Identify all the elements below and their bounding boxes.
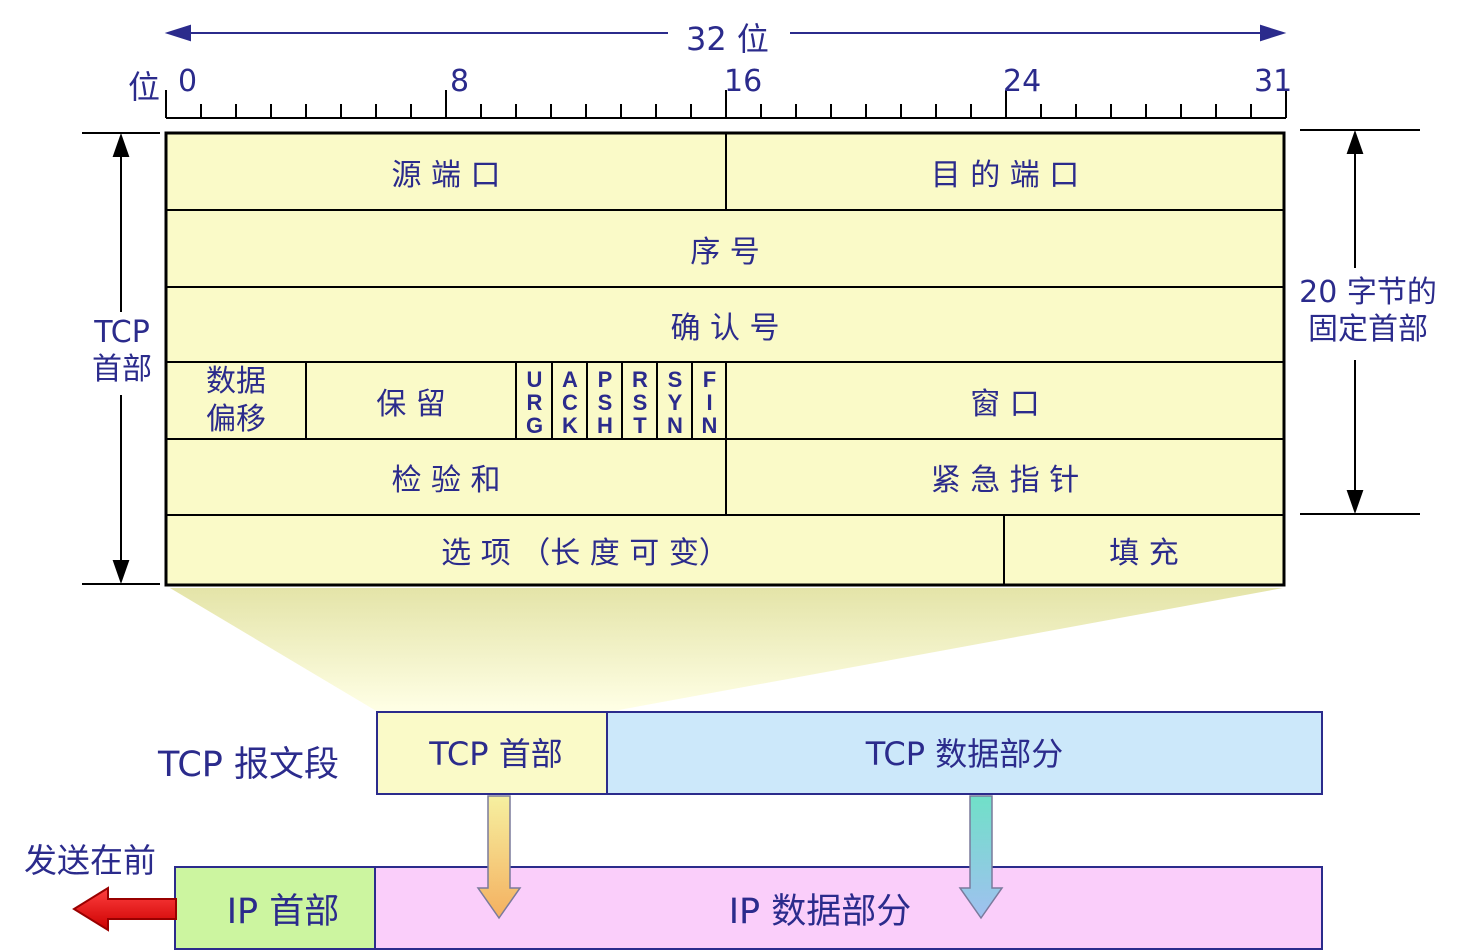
- bit-ruler: [165, 90, 1287, 119]
- tcp-header-label-line2: 首部: [92, 352, 152, 387]
- checksum-field: 检 验 和: [391, 463, 501, 498]
- tcp-segment-label: TCP 报文段: [158, 745, 339, 785]
- send-first-arrow: [72, 886, 177, 932]
- reserved-field: 保 留: [376, 386, 446, 422]
- bit-number-16: 16: [724, 64, 763, 99]
- flag-rst: RST: [622, 364, 657, 438]
- flag-urg: URG: [516, 364, 552, 438]
- fixed-header-label-line1: 20 字节的: [1299, 275, 1437, 310]
- source-port-field: 源 端 口: [391, 157, 501, 193]
- flag-psh-label: PSH: [592, 366, 618, 436]
- bit-number-31: 31: [1254, 64, 1293, 99]
- flag-rst-label: RST: [627, 366, 653, 436]
- tcp-segment-header-label: TCP 首部: [429, 735, 563, 773]
- tcp-segment-data-box: [606, 711, 1323, 795]
- ip-data-label: IP 数据部分: [728, 891, 912, 932]
- send-first-label: 发送在前: [24, 841, 156, 880]
- ip-data-box: [374, 866, 1323, 950]
- window-field: 窗 口: [970, 386, 1040, 422]
- fixed-header-label-line2: 固定首部: [1308, 312, 1428, 347]
- zoom-funnel: [170, 588, 1283, 712]
- ip-header-box: [174, 866, 376, 950]
- tcp-segment-header-box: [376, 711, 608, 795]
- padding-field: 填 充: [1109, 536, 1179, 571]
- header-grid-lines: [166, 133, 1284, 585]
- flag-psh: PSH: [587, 364, 622, 438]
- tcp-header-dimension: [82, 132, 160, 585]
- flag-syn: SYN: [657, 364, 692, 438]
- bit-number-8: 8: [450, 64, 470, 99]
- tcp-header-label: TCP 首部: [86, 314, 158, 388]
- flag-ack-label: ACK: [557, 366, 583, 436]
- fixed-header-label: 20 字节的 固定首部: [1294, 274, 1442, 348]
- flag-urg-label: URG: [522, 366, 547, 436]
- fixed-header-dimension: [1300, 129, 1420, 515]
- bit-axis-label: 位: [128, 68, 161, 106]
- ack-number-field: 确 认 号: [670, 310, 780, 346]
- data-offset-line1: 数据: [206, 363, 266, 399]
- options-field: 选 项 （长 度 可 变）: [441, 536, 729, 571]
- destination-port-field: 目 的 端 口: [930, 157, 1080, 193]
- tcp-segment-data-label: TCP 数据部分: [865, 735, 1064, 773]
- flag-syn-label: SYN: [662, 366, 688, 436]
- sequence-number-field: 序 号: [690, 234, 760, 270]
- width-arrow: [164, 24, 1287, 42]
- ip-header-label: IP 首部: [226, 891, 340, 932]
- data-down-arrow: [958, 795, 1004, 920]
- urgent-pointer-field: 紧 急 指 针: [930, 463, 1080, 498]
- tcp-header-label-line1: TCP: [94, 315, 150, 350]
- flag-fin-label: FIN: [697, 366, 722, 436]
- bit-number-0: 0: [178, 64, 198, 99]
- bit-number-24: 24: [1003, 64, 1042, 99]
- flag-fin: FIN: [692, 364, 726, 438]
- data-offset-field: 数据 偏移: [166, 362, 306, 439]
- data-offset-line2: 偏移: [206, 401, 266, 437]
- width-title: 32 位: [686, 20, 769, 58]
- flag-ack: ACK: [552, 364, 587, 438]
- header-down-arrow: [476, 795, 522, 920]
